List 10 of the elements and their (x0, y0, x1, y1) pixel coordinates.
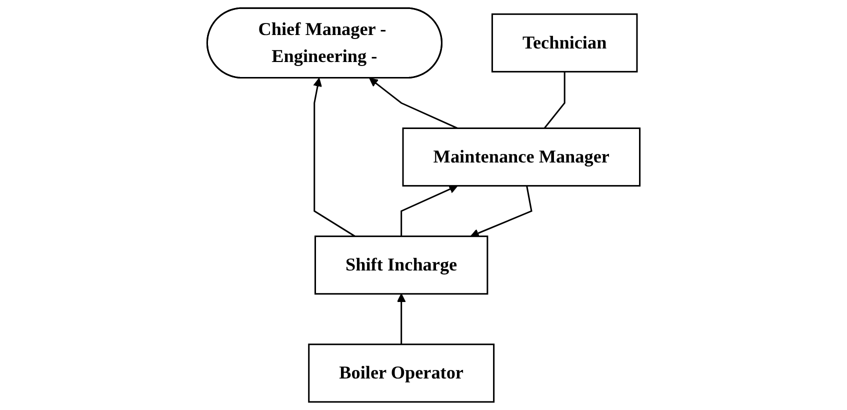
node-box: Technician (491, 13, 638, 72)
node-box: Maintenance Manager (402, 128, 641, 187)
arrow (400, 185, 458, 236)
node-box: Boiler Operator (308, 344, 495, 403)
connector (544, 72, 566, 129)
arrow (396, 293, 406, 344)
arrow (313, 78, 356, 237)
arrow (470, 186, 532, 238)
arrow (369, 78, 458, 129)
node-box: Shift Incharge (314, 236, 488, 295)
